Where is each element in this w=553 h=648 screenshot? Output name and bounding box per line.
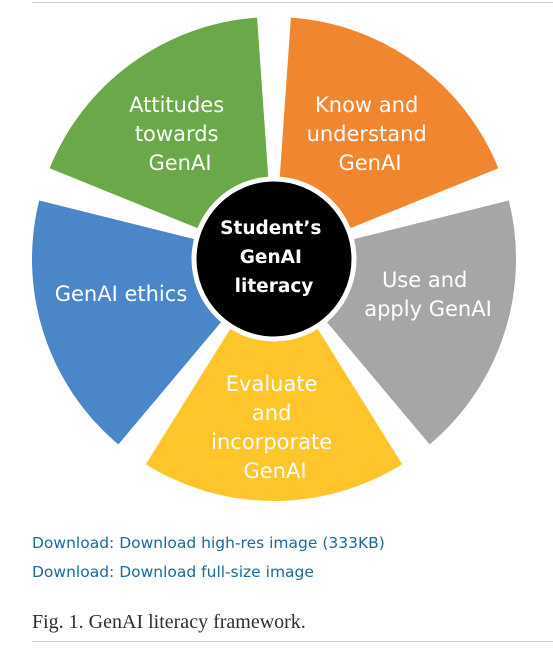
figure-caption: Fig. 1. GenAI literacy framework. (32, 611, 306, 633)
segment-know-line-3: GenAI (338, 151, 401, 175)
center-hub: Student’s GenAI literacy (191, 176, 357, 342)
download-high-res-link[interactable]: Download: Download high-res image (333KB… (32, 534, 385, 552)
segment-attitudes-line-2: towards (135, 122, 219, 146)
segment-evaluate-line-4: GenAI (243, 459, 306, 483)
segment-ethics-label: GenAI ethics (55, 282, 188, 306)
center-hub-circle (191, 176, 357, 342)
top-divider (32, 2, 553, 3)
center-hub-line-3: literacy (235, 276, 314, 297)
segment-ethics-line-1: GenAI ethics (55, 282, 188, 306)
segment-use-line-1: Use and (382, 268, 467, 292)
center-hub-label: Student’s GenAI literacy (220, 218, 328, 297)
center-hub-line-1: Student’s (220, 218, 321, 239)
segment-use-line-2: apply GenAI (364, 297, 492, 321)
segment-use-label: Use and apply GenAI (364, 268, 492, 321)
segment-attitudes-line-3: GenAI (148, 151, 211, 175)
segment-evaluate-line-2: and (252, 401, 292, 425)
segment-know-line-1: Know and (315, 93, 418, 117)
segment-know-label: Know and understand GenAI (307, 93, 434, 175)
framework-diagram-svg: Know and understand GenAI Use and apply … (32, 17, 516, 501)
segment-attitudes-line-1: Attitudes (129, 93, 224, 117)
segment-evaluate: Evaluate and incorporate GenAI (145, 259, 403, 501)
segment-evaluate-line-3: incorporate (211, 430, 332, 454)
literacy-framework-figure[interactable]: Know and understand GenAI Use and apply … (0, 0, 553, 520)
segment-know-line-2: understand (307, 122, 427, 146)
segment-attitudes-label: Attitudes towards GenAI (129, 93, 231, 175)
bottom-divider (32, 641, 553, 642)
segment-evaluate-line-1: Evaluate (226, 372, 318, 396)
center-hub-line-2: GenAI (240, 247, 302, 268)
segment-evaluate-wedge (145, 259, 403, 501)
segment-evaluate-label: Evaluate and incorporate GenAI (211, 372, 339, 483)
download-full-size-link[interactable]: Download: Download full-size image (32, 563, 314, 581)
